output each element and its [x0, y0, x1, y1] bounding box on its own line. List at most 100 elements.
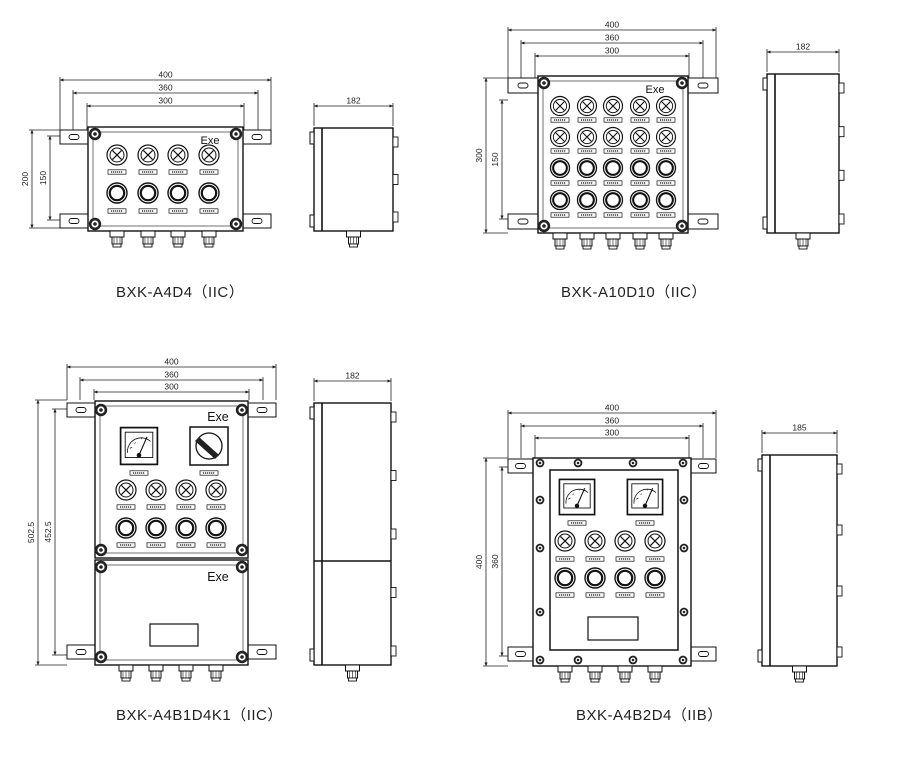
side-cable-gland [795, 232, 811, 250]
dimension-label: 182 [796, 42, 810, 52]
flange-bolt [678, 458, 688, 468]
cable-gland [552, 232, 568, 250]
exe-marking: Exe [201, 135, 220, 147]
indicator-lamp [145, 479, 167, 501]
label-plate [603, 180, 623, 186]
side-knob [392, 136, 399, 148]
label-plate [656, 212, 676, 218]
dimension-label: 182 [345, 371, 359, 381]
push-button [197, 181, 221, 205]
label-plate [107, 169, 127, 175]
label-plate [550, 148, 570, 154]
side-cable-gland [792, 665, 807, 683]
indicator-lamp [137, 144, 159, 166]
indicator-lamp [629, 126, 651, 148]
push-button [549, 189, 571, 211]
cable-gland [587, 665, 603, 683]
dimension-label: 300 [158, 96, 172, 106]
dimension-label: 360 [490, 554, 500, 568]
side-bracket-top [762, 77, 768, 91]
push-button [144, 516, 168, 540]
indicator-lamp [106, 144, 128, 166]
cable-gland [170, 230, 186, 248]
indicator-lamp [115, 479, 137, 501]
enclosure-inner [92, 131, 239, 227]
flange-bolt [573, 655, 583, 665]
push-button [655, 157, 677, 179]
indicator-lamp [644, 530, 666, 552]
corner-bolt [675, 219, 689, 233]
label-plate [116, 504, 136, 510]
flange-bolt [628, 458, 638, 468]
mounting-slot [515, 651, 526, 657]
label-plate [199, 208, 219, 214]
label-plate [630, 148, 650, 154]
flange-bolt [628, 655, 638, 665]
label-plate [656, 180, 676, 186]
dimension-label: 400 [605, 20, 619, 30]
mounting-slot [697, 218, 709, 225]
indicator-lamp [549, 95, 571, 117]
nameplate [149, 623, 199, 647]
panel-meter [119, 426, 159, 466]
side-knob [838, 213, 845, 225]
flange-bolt [679, 607, 689, 617]
corner-bolt [537, 76, 551, 90]
push-button [553, 566, 577, 590]
corner-bolt [235, 403, 249, 417]
side-knob [836, 463, 843, 475]
mounting-slot [256, 407, 268, 413]
side-knob [836, 646, 843, 658]
label-plate [199, 169, 219, 175]
side-bracket-bottom [757, 649, 763, 663]
dimension-label: 400 [158, 70, 172, 80]
corner-bolt [229, 127, 243, 141]
corner-bolt [235, 650, 249, 664]
side-knob [392, 211, 399, 223]
corner-bolt [537, 219, 551, 233]
side-view: 185 [757, 423, 843, 683]
label-plate [603, 148, 623, 154]
indicator-lamp [167, 144, 189, 166]
side-body [313, 402, 392, 666]
dimension-label: 360 [605, 416, 619, 426]
mounting-slot [251, 218, 263, 224]
side-knob [838, 126, 845, 138]
push-button [166, 181, 190, 205]
push-button [643, 566, 667, 590]
exe-marking: Exe [646, 84, 665, 96]
label-plate [129, 470, 149, 476]
cable-gland [178, 664, 194, 682]
label-plate [645, 592, 665, 598]
cable-gland [140, 230, 156, 248]
corner-bolt [235, 543, 249, 557]
label-plate [577, 148, 597, 154]
push-button [602, 189, 624, 211]
cable-gland [617, 665, 633, 683]
label-plate [199, 470, 219, 476]
panel-meter [558, 478, 596, 516]
corner-bolt [675, 76, 689, 90]
flange-bolt [535, 607, 545, 617]
lower-inner [99, 564, 244, 661]
mounting-slot [517, 218, 529, 225]
side-bracket-top [757, 458, 763, 472]
cable-gland [208, 664, 224, 682]
mounting-slot [517, 82, 529, 89]
indicator-lamp [175, 479, 197, 501]
label-plate [615, 592, 635, 598]
indicator-lamp [655, 95, 677, 117]
mounting-slot [698, 463, 709, 469]
dimension-label: 185 [792, 423, 806, 433]
flange-bolt [535, 543, 545, 553]
cable-gland [605, 232, 621, 250]
side-body [766, 73, 840, 234]
dimension-label: 400 [474, 555, 484, 569]
label-plate [603, 212, 623, 218]
indicator-lamp [198, 144, 220, 166]
label-plate [585, 556, 605, 562]
label-plate [138, 169, 158, 175]
caption-bxk-a4b1d4k1: BXK-A4B1D4K1（IIC） [116, 707, 283, 724]
mounting-slot [251, 134, 263, 140]
caption-bxk-a4d4: BXK-A4D4（IIC） [116, 284, 245, 301]
